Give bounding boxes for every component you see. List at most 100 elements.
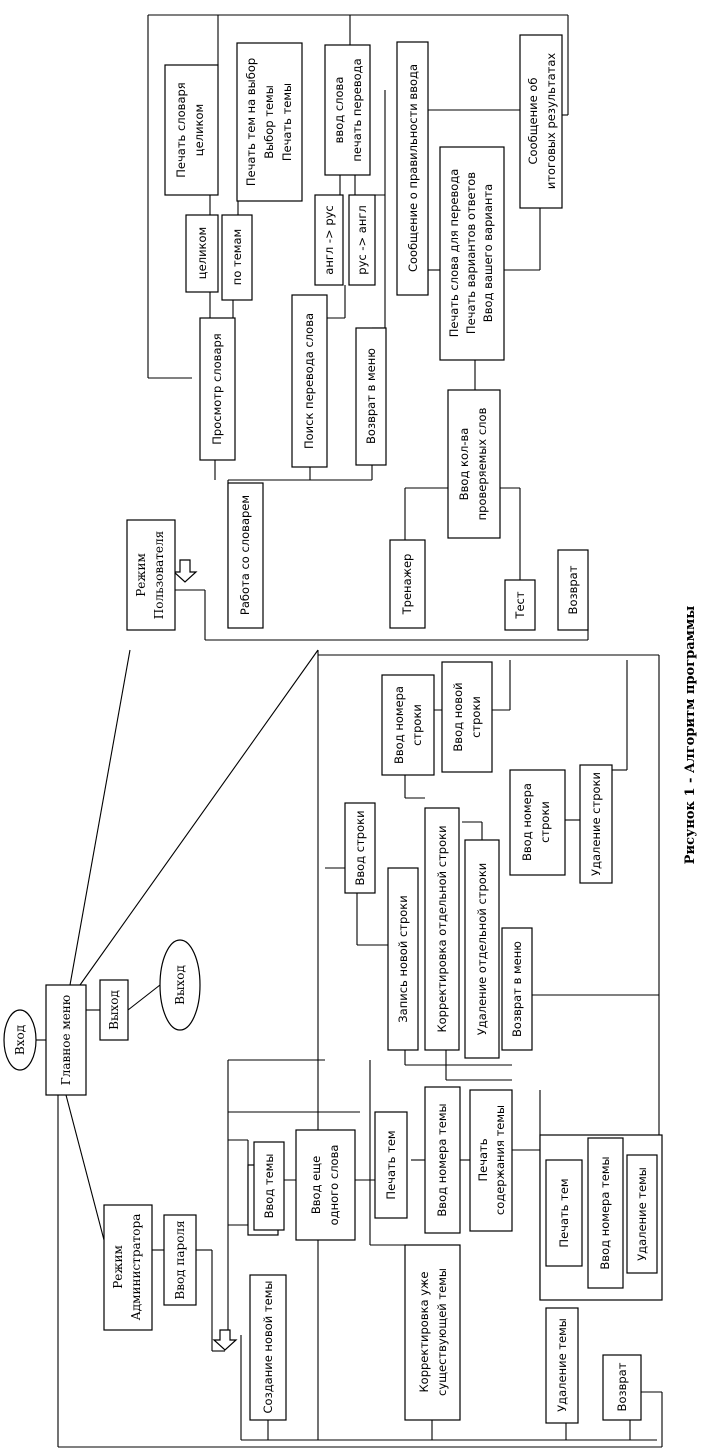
svg-text:Ввод кол-ва: Ввод кол-ва bbox=[457, 428, 471, 501]
node-vvod-nomera-temy-1: Ввод номера темы bbox=[424, 1086, 461, 1234]
svg-text:Ввод пароля: Ввод пароля bbox=[173, 1220, 187, 1299]
svg-text:существующей темы: существующей темы bbox=[435, 1268, 449, 1396]
node-vvod-parolya: Ввод пароля bbox=[163, 1214, 197, 1306]
node-pechat-slovarya: Печать словаря целиком bbox=[164, 64, 219, 196]
svg-text:Печать слова для перевода: Печать слова для перевода bbox=[447, 169, 461, 338]
svg-text:строки: строки bbox=[469, 696, 483, 738]
node-vvod-slova: Ввод еще одного слова bbox=[295, 1129, 356, 1241]
svg-text:Удаление отдельной строки: Удаление отдельной строки bbox=[475, 863, 489, 1036]
node-zapis-stroki: Запись новой строки bbox=[387, 867, 419, 1051]
svg-text:Печать тем на выбор: Печать тем на выбор bbox=[244, 58, 258, 186]
svg-text:Администратора: Администратора bbox=[129, 1214, 143, 1321]
svg-text:англ -> рус: англ -> рус bbox=[322, 205, 336, 274]
node-vvod-temy: Ввод темы bbox=[247, 1141, 285, 1236]
node-vvod-nomera-temy-2: Ввод номера темы bbox=[587, 1137, 624, 1289]
svg-text:Ввод номера: Ввод номера bbox=[392, 686, 406, 764]
svg-text:Печать тем: Печать тем bbox=[384, 1130, 398, 1199]
node-vozvrat-polz: Возврат bbox=[557, 549, 589, 631]
node-vvod-novoy-stroki: Ввод новой строки bbox=[441, 661, 493, 773]
node-udalenie-stroki: Удаление строки bbox=[579, 764, 613, 884]
svg-text:Возврат: Возврат bbox=[566, 565, 580, 614]
node-rezhim-polz: Режим Пользователя bbox=[126, 519, 176, 631]
svg-text:Тест: Тест bbox=[513, 591, 527, 619]
node-vozvrat-v-menu-admin: Возврат в меню bbox=[501, 927, 533, 1051]
svg-text:Сообщение об: Сообщение об bbox=[526, 78, 540, 165]
svg-text:Выход: Выход bbox=[107, 990, 121, 1030]
node-pechat-tem-1: Печать тем bbox=[374, 1111, 408, 1219]
svg-text:целиком: целиком bbox=[192, 104, 206, 156]
svg-text:Корректировка отдельной строки: Корректировка отдельной строки bbox=[435, 825, 449, 1032]
node-glavnoe-menu: Главное меню bbox=[45, 984, 87, 1096]
svg-text:Печать словаря: Печать словаря bbox=[174, 82, 188, 177]
svg-text:Удаление темы: Удаление темы bbox=[635, 1167, 649, 1261]
node-soobshenie-pravilnosti: Сообщение о правильности ввода bbox=[396, 41, 429, 296]
node-rus-angl: рус -> англ bbox=[348, 194, 376, 286]
user-entry-arrow bbox=[172, 559, 198, 583]
node-korrektirovka-stroki: Корректировка отдельной строки bbox=[424, 807, 460, 1051]
svg-text:Ввод строки: Ввод строки bbox=[353, 810, 367, 885]
svg-text:Работа со словарем: Работа со словарем bbox=[238, 495, 252, 615]
svg-text:Печать темы: Печать темы bbox=[280, 83, 294, 161]
node-vykhod-box: Выход bbox=[99, 979, 129, 1041]
node-vvod-nomera-stroki-2: Ввод номера строки bbox=[509, 769, 566, 876]
node-rabota-so-slovarem: Работа со словарем bbox=[227, 482, 264, 629]
svg-text:Пользователя: Пользователя bbox=[152, 531, 166, 619]
node-vkhod: Вход bbox=[3, 1009, 37, 1071]
figure-caption: Рисунок 1 - Алгоритм программы bbox=[683, 606, 698, 865]
node-vvod-stroki: Ввод строки bbox=[344, 802, 376, 894]
svg-text:Возврат в меню: Возврат в меню bbox=[510, 941, 524, 1037]
node-soobshenie-itog: Сообщение об итоговых результатах bbox=[519, 34, 563, 209]
svg-text:Ввод вашего варианта: Ввод вашего варианта bbox=[481, 184, 495, 322]
svg-text:Корректировка уже: Корректировка уже bbox=[417, 1272, 431, 1393]
node-pechat-tem-2: Печать тем bbox=[545, 1159, 583, 1267]
svg-text:Режим: Режим bbox=[134, 553, 148, 597]
svg-text:Выход: Выход bbox=[173, 965, 187, 1005]
node-pechat-slova: Печать слова для перевода Печать вариант… bbox=[439, 146, 505, 361]
svg-text:по темам: по темам bbox=[230, 229, 244, 285]
node-rezhim-admin: Режим Администратора bbox=[103, 1204, 153, 1331]
node-test: Тест bbox=[504, 579, 536, 631]
svg-text:Создание новой темы: Создание новой темы bbox=[261, 1281, 275, 1414]
node-po-temam: по темам bbox=[221, 214, 253, 301]
svg-text:Ввод темы: Ввод темы bbox=[262, 1154, 276, 1219]
svg-text:рус -> англ: рус -> англ bbox=[355, 205, 369, 274]
svg-text:целиком: целиком bbox=[195, 227, 209, 279]
svg-text:строки: строки bbox=[538, 801, 552, 843]
svg-text:Ввод новой: Ввод новой bbox=[451, 682, 465, 751]
svg-text:Главное меню: Главное меню bbox=[59, 995, 73, 1086]
node-trenazher: Тренажер bbox=[389, 539, 426, 629]
node-angl-rus: англ -> рус bbox=[314, 194, 344, 286]
svg-text:содержания темы: содержания темы bbox=[493, 1105, 507, 1215]
svg-text:Просмотр словаря: Просмотр словаря bbox=[210, 333, 224, 444]
node-korrektirovka-temy: Корректировка уже существующей темы bbox=[404, 1244, 461, 1421]
svg-text:итоговых результатах: итоговых результатах bbox=[544, 53, 558, 190]
svg-text:Вход: Вход bbox=[13, 1025, 27, 1055]
admin-entry-arrow bbox=[212, 1329, 238, 1351]
node-celikom: целиком bbox=[185, 214, 219, 293]
svg-text:Ввод номера темы: Ввод номера темы bbox=[598, 1156, 612, 1269]
svg-text:Тренажер: Тренажер bbox=[400, 554, 414, 616]
node-prosmotr-slovarya: Просмотр словаря bbox=[199, 317, 236, 461]
svg-text:Возврат: Возврат bbox=[615, 1362, 629, 1411]
node-udalenie-stroki-otd: Удаление отдельной строки bbox=[464, 839, 500, 1059]
svg-text:Печать: Печать bbox=[476, 1138, 490, 1181]
svg-text:печать перевода: печать перевода bbox=[350, 58, 364, 161]
svg-text:строки: строки bbox=[410, 704, 424, 746]
svg-text:Поиск перевода слова: Поиск перевода слова bbox=[302, 313, 316, 449]
node-vykhod-oval: Выход bbox=[159, 939, 201, 1031]
svg-text:Печать тем: Печать тем bbox=[557, 1178, 571, 1247]
node-udalenie-temy-2: Удаление темы bbox=[545, 1307, 579, 1424]
node-pechat-soderzhaniya: Печать содержания темы bbox=[469, 1089, 513, 1232]
svg-text:Удаление темы: Удаление темы bbox=[555, 1318, 569, 1412]
node-vozvrat-v-menu-polz: Возврат в меню bbox=[355, 327, 387, 466]
svg-text:Ввод номера: Ввод номера bbox=[520, 783, 534, 861]
node-vvod-nomera-stroki-1: Ввод номера строки bbox=[381, 674, 435, 776]
svg-text:Запись новой строки: Запись новой строки bbox=[396, 895, 410, 1022]
svg-text:ввод слова: ввод слова bbox=[332, 77, 346, 144]
node-poisk-perevoda: Поиск перевода слова bbox=[291, 294, 328, 468]
svg-text:Сообщение о правильности ввода: Сообщение о правильности ввода bbox=[406, 64, 420, 272]
svg-text:Печать вариантов ответов: Печать вариантов ответов bbox=[464, 172, 478, 334]
svg-text:проверяемых слов: проверяемых слов bbox=[475, 407, 489, 520]
node-sozdanie-temy: Создание новой темы bbox=[249, 1274, 287, 1421]
